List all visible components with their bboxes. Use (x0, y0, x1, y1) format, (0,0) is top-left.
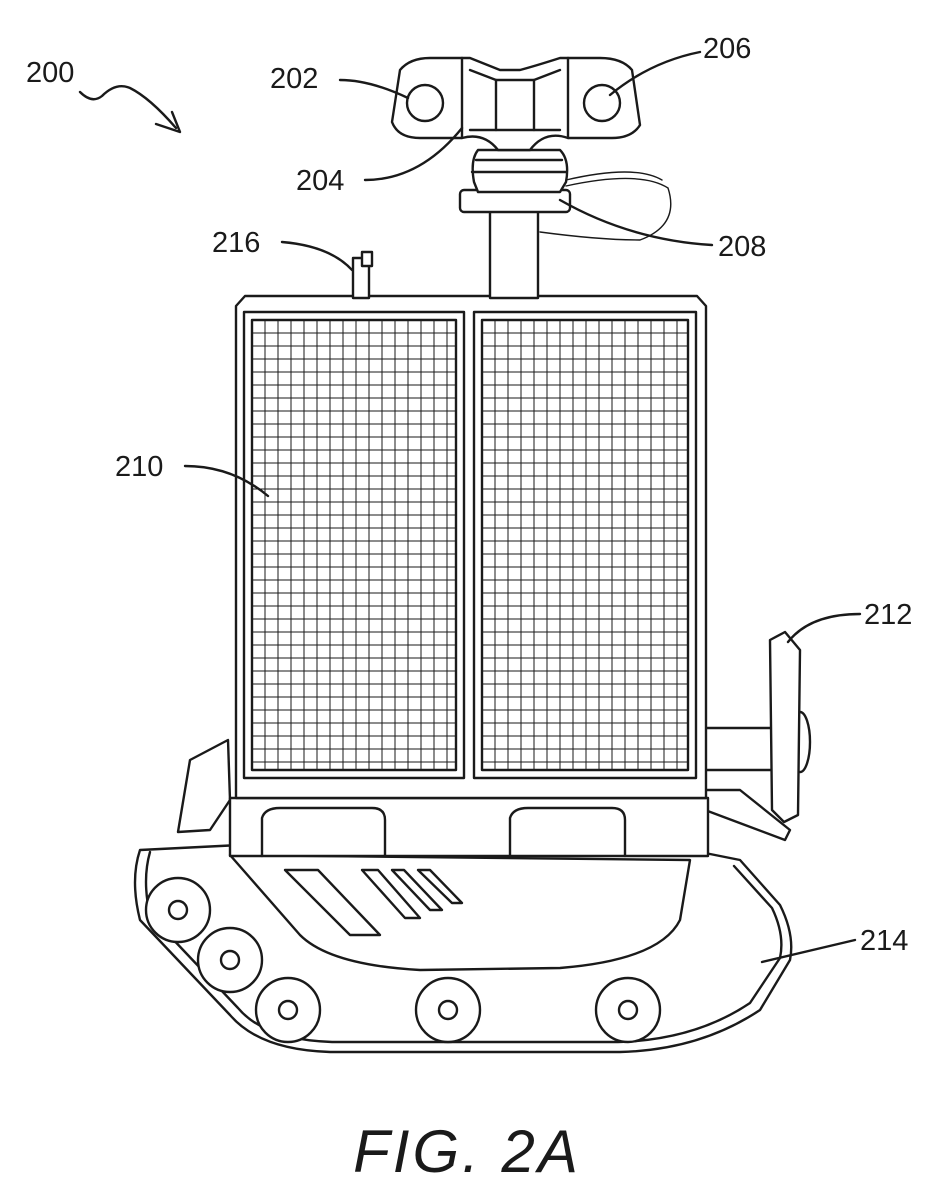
leader-212 (788, 614, 860, 642)
leader-208 (560, 200, 712, 245)
wheel (256, 978, 320, 1042)
leader-200 (80, 86, 176, 128)
left-fender (178, 740, 230, 832)
leader-216 (282, 242, 352, 270)
label-206: 206 (703, 33, 751, 65)
label-202: 202 (270, 63, 318, 95)
label-204: 204 (296, 165, 344, 197)
label-200: 200 (26, 57, 74, 89)
antenna-tip (362, 252, 372, 266)
side-tool-shaft (705, 728, 777, 770)
wheel (416, 978, 480, 1042)
wheel (198, 928, 262, 992)
label-216: 216 (212, 227, 260, 259)
swivel-joint-collar (460, 190, 570, 212)
wheel (146, 878, 210, 942)
antenna (353, 252, 372, 298)
solar-panel-left-frame (244, 312, 464, 778)
label-212: 212 (864, 599, 912, 631)
label-214: 214 (860, 925, 908, 957)
label-210: 210 (115, 451, 163, 483)
camera-left (407, 85, 443, 121)
solar-panel-right-frame (474, 312, 696, 778)
wheel (596, 978, 660, 1042)
side-tool-plate (770, 632, 800, 822)
camera-mast (460, 150, 671, 298)
mast-column (490, 208, 538, 298)
camera-left-lens (407, 85, 443, 121)
chassis-lower-block (230, 798, 708, 856)
label-208: 208 (718, 231, 766, 263)
figure-caption: FIG. 2A (353, 1118, 581, 1177)
